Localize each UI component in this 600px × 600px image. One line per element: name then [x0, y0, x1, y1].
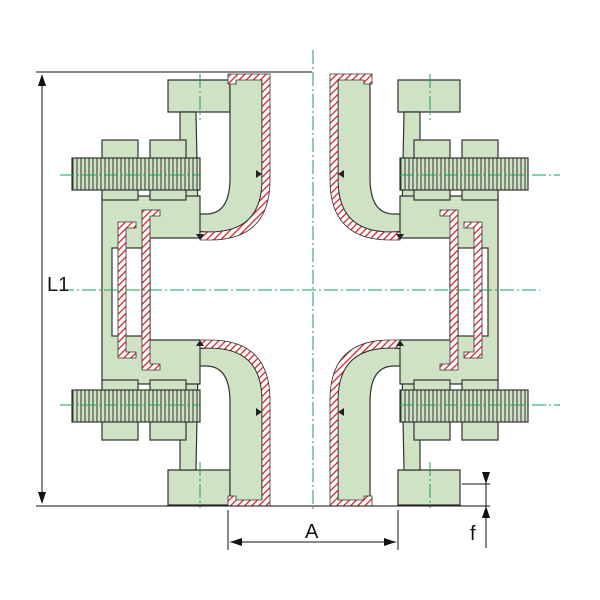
dimension-a — [227, 510, 399, 550]
liner-bottom-left — [199, 339, 271, 507]
dimension-f-label: f — [470, 523, 476, 545]
liner-top-left — [199, 73, 271, 241]
dimension-f — [462, 472, 490, 548]
top-right-bolt — [399, 139, 529, 201]
dimension-a-label: A — [305, 521, 319, 543]
left-center-body — [101, 195, 201, 385]
bottom-right-bolt — [399, 379, 529, 441]
liner-left-channel — [117, 209, 161, 371]
direction-markers — [196, 170, 404, 416]
top-left-bolt — [71, 139, 201, 201]
center-lines — [60, 50, 560, 510]
dimension-l1 — [36, 71, 490, 507]
liner-right-channel — [439, 209, 483, 371]
dimension-l1-label: L1 — [47, 274, 69, 296]
liner-top-right — [329, 73, 401, 241]
top-left-flange — [167, 77, 263, 233]
top-right-flange — [337, 77, 461, 233]
liner-bottom-right — [329, 339, 401, 507]
bottom-left-bolt — [71, 379, 201, 441]
